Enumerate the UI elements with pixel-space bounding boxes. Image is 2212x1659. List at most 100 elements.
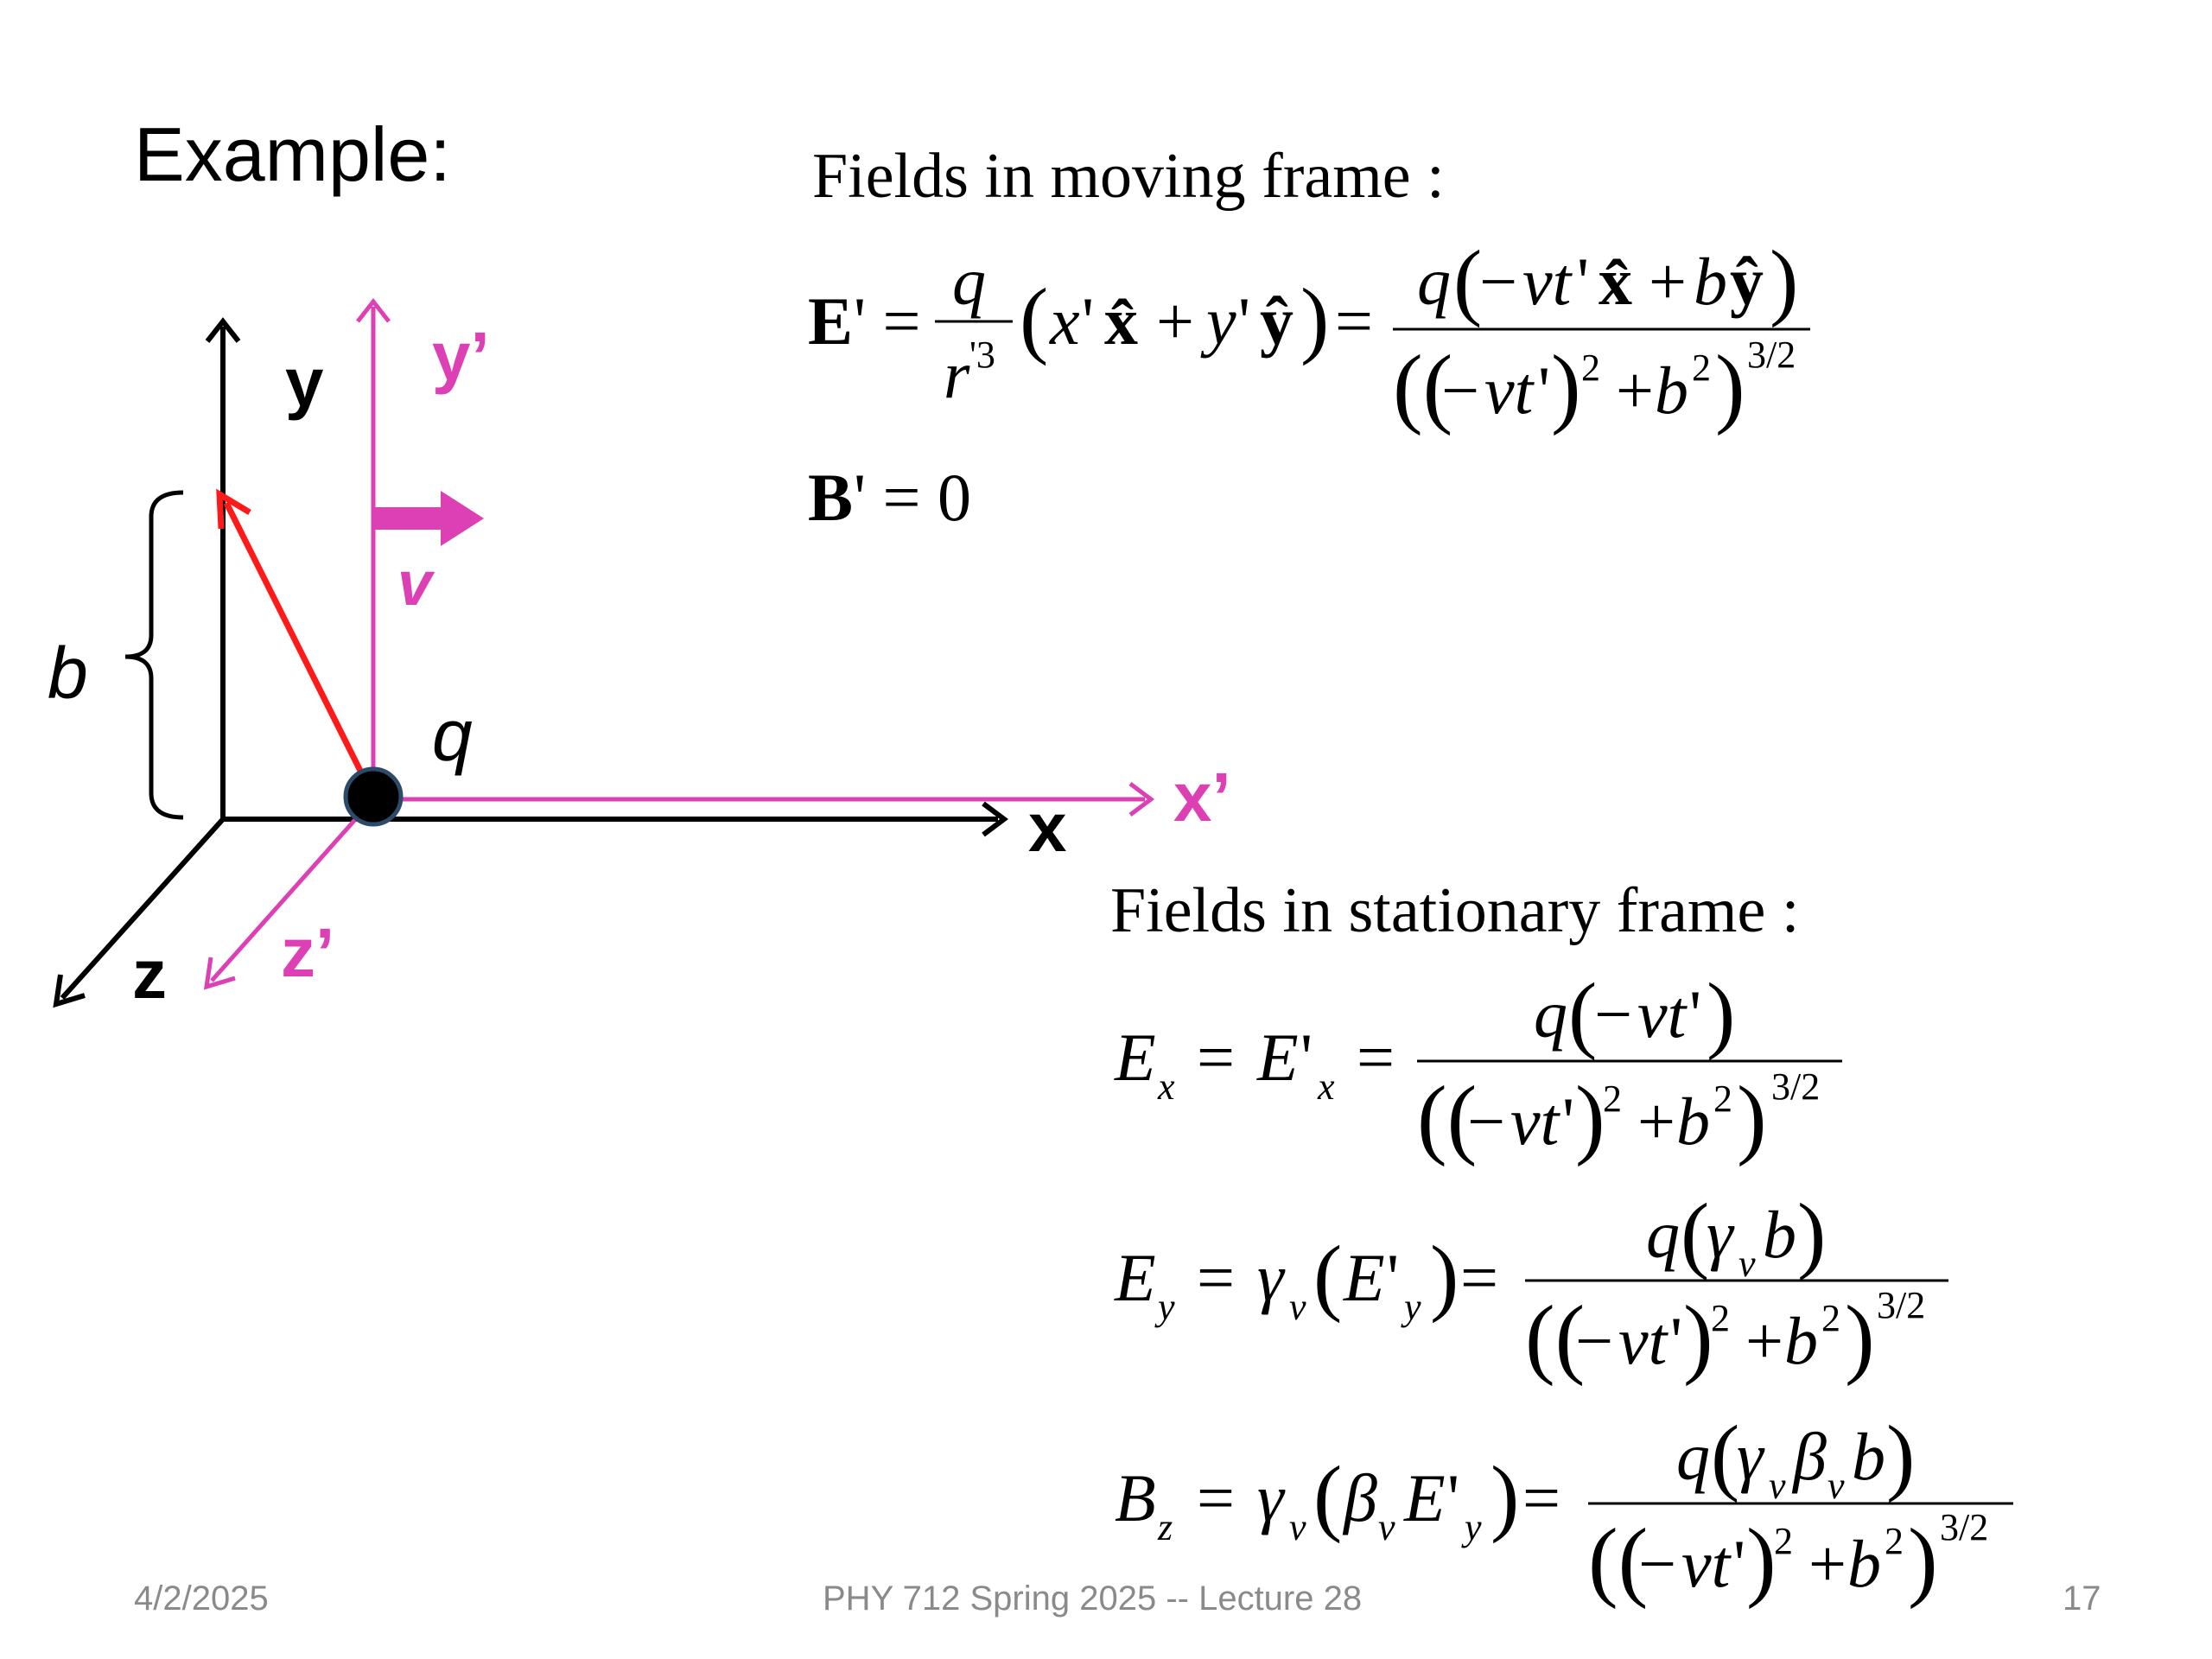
svg-text:': ' <box>1082 283 1094 359</box>
svg-text:(: ( <box>1020 270 1048 366</box>
svg-text:2: 2 <box>1885 1520 1904 1562</box>
svg-text:' = 0: ' = 0 <box>854 460 971 535</box>
svg-text:+: + <box>1637 1084 1675 1159</box>
svg-text:v: v <box>1769 1465 1786 1507</box>
svg-text:): ) <box>1683 1287 1713 1387</box>
svg-text:+: + <box>1649 244 1687 319</box>
footer-course: PHY 712 Spring 2025 -- Lecture 28 <box>823 1580 1363 1618</box>
svg-text:E: E <box>1343 1240 1385 1315</box>
y-prime-axis-arrowhead <box>356 297 391 323</box>
svg-text:': ' <box>1670 1303 1682 1378</box>
svg-text:): ) <box>1551 337 1581 436</box>
svg-text:+: + <box>1808 1526 1847 1601</box>
x-axis-label: x <box>1028 789 1067 866</box>
svg-text:(: ( <box>1313 1228 1342 1324</box>
svg-text:x: x <box>1317 1065 1335 1108</box>
svg-text:): ) <box>1770 232 1798 328</box>
svg-text:': ' <box>1447 1460 1459 1535</box>
svg-text:): ) <box>1707 965 1735 1061</box>
svg-text:((: (( <box>1417 1068 1477 1167</box>
svg-text:+: + <box>1745 1303 1783 1378</box>
svg-text:B: B <box>808 460 853 535</box>
svg-text:3/2: 3/2 <box>1747 334 1796 376</box>
footer-page-number: 17 <box>2063 1580 2101 1618</box>
svg-text:2: 2 <box>1711 1297 1730 1339</box>
svg-text:((: (( <box>1393 337 1452 436</box>
svg-text:b: b <box>1852 1419 1885 1494</box>
svg-text:q: q <box>1534 976 1567 1052</box>
svg-text:γ: γ <box>1257 1240 1286 1315</box>
svg-text:(: ( <box>1711 1408 1739 1503</box>
svg-text:−: − <box>1638 1526 1676 1601</box>
svg-text:': ' <box>1562 1084 1574 1159</box>
x-prime-axis-label: x’ <box>1173 759 1231 836</box>
y-prime-axis-label: y’ <box>432 318 490 395</box>
e-prime-equation: E ' = q r '3 ( x ' x̂ + y ' ŷ ) = q ( − … <box>808 232 1810 436</box>
stationary-frame-header: Fields in stationary frame : <box>1110 875 1799 946</box>
svg-text:E: E <box>1114 1240 1156 1315</box>
svg-text:': ' <box>1238 283 1250 359</box>
svg-text:): ) <box>1575 1068 1605 1167</box>
svg-text:y: y <box>1154 1286 1175 1328</box>
svg-text:': ' <box>1387 1240 1399 1315</box>
svg-text:b: b <box>1694 244 1727 319</box>
svg-text:q: q <box>1646 1197 1680 1272</box>
b-label: b <box>48 632 88 714</box>
svg-text:2: 2 <box>1692 346 1711 389</box>
svg-text:3/2: 3/2 <box>1940 1506 1988 1548</box>
svg-text:y: y <box>1401 1286 1421 1328</box>
svg-text:q: q <box>1676 1419 1710 1494</box>
svg-text:x̂: x̂ <box>1599 244 1632 319</box>
svg-text:': ' <box>1300 1020 1313 1095</box>
svg-text:vt: vt <box>1484 353 1535 428</box>
svg-text:vt: vt <box>1522 244 1573 319</box>
z-prime-axis-arrowhead <box>203 957 236 990</box>
svg-text:): ) <box>1737 1068 1767 1167</box>
svg-text:B: B <box>1115 1460 1156 1535</box>
svg-text:2: 2 <box>1603 1077 1622 1120</box>
svg-text:b: b <box>1676 1084 1710 1159</box>
x-prime-axis-arrowhead <box>1128 782 1155 817</box>
svg-text:r: r <box>944 337 970 412</box>
svg-text:=: = <box>1197 1240 1235 1315</box>
svg-text:): ) <box>1491 1448 1519 1544</box>
svg-text:+: + <box>1156 283 1194 359</box>
svg-text:(: ( <box>1568 965 1597 1061</box>
svg-text:q: q <box>1417 244 1451 319</box>
svg-text:): ) <box>1430 1228 1459 1324</box>
svg-text:(: ( <box>1681 1185 1709 1281</box>
svg-text:((: (( <box>1525 1287 1585 1387</box>
svg-text:ŷ: ŷ <box>1730 244 1764 319</box>
svg-text:γ: γ <box>1707 1197 1735 1272</box>
svg-text:x: x <box>1157 1065 1175 1108</box>
moving-frame-equations: Fields in moving frame : E ' = q r '3 ( … <box>808 141 1810 535</box>
bz-equation: B z = γ v ( β v E ' y ) = q ( γ v β v b <box>1115 1408 2013 1610</box>
svg-text:E: E <box>808 283 853 359</box>
z-prime-axis <box>210 798 375 982</box>
svg-text:vt: vt <box>1618 1303 1669 1378</box>
svg-text:y: y <box>1200 283 1236 359</box>
svg-text:−: − <box>1467 1084 1505 1159</box>
svg-text:): ) <box>1845 1287 1875 1387</box>
svg-text:−: − <box>1594 976 1632 1052</box>
svg-text:x: x <box>1049 283 1080 359</box>
svg-text:v: v <box>1378 1506 1395 1548</box>
svg-text:(: ( <box>1453 232 1482 328</box>
svg-text:v: v <box>1827 1465 1845 1507</box>
svg-text:' =: ' = <box>854 283 921 359</box>
svg-text:): ) <box>1886 1408 1915 1503</box>
svg-text:): ) <box>1797 1185 1826 1281</box>
svg-text:v: v <box>1289 1506 1306 1548</box>
y-axis-label: y <box>285 344 324 421</box>
svg-text:b: b <box>1847 1526 1881 1601</box>
svg-text:2: 2 <box>1581 346 1600 389</box>
svg-text:=: = <box>1335 283 1373 359</box>
x-axis-arrowhead <box>982 801 1008 837</box>
svg-text:2: 2 <box>1821 1297 1840 1339</box>
slide-title: Example: <box>134 111 451 197</box>
svg-text:2: 2 <box>1713 1077 1732 1120</box>
svg-text:E: E <box>1114 1020 1156 1095</box>
svg-text:): ) <box>1908 1510 1938 1610</box>
svg-text:b: b <box>1763 1197 1796 1272</box>
v-label: v <box>397 550 435 619</box>
